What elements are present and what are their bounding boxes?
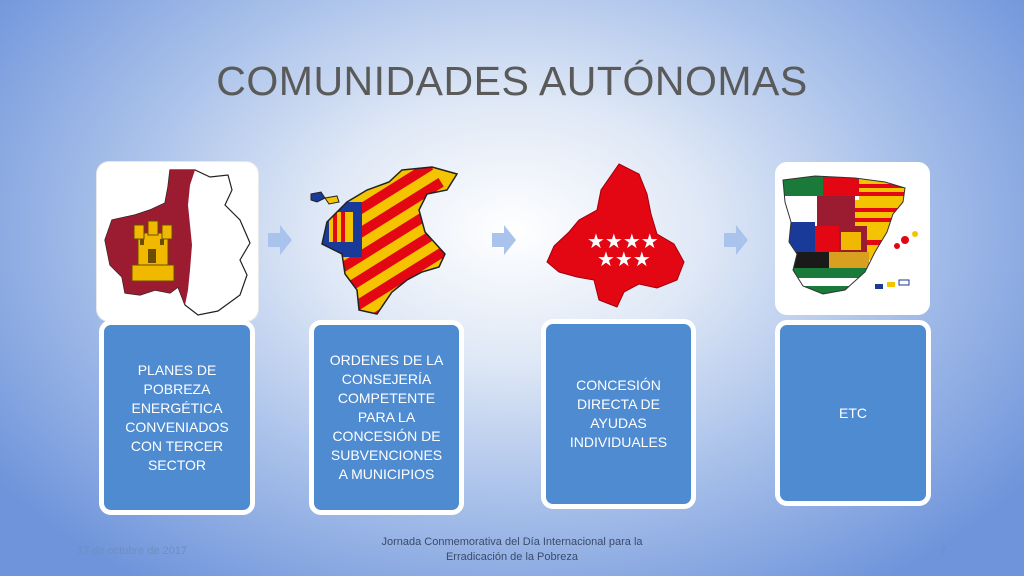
valencia-map-image (307, 162, 462, 315)
arrow-right-icon (724, 225, 748, 255)
svg-text:★★★: ★★★ (597, 247, 651, 271)
footer-event: Jornada Conmemorativa del Día Internacio… (381, 536, 643, 563)
spain-regions-map-image (775, 162, 930, 315)
step-card-text: ORDENES DE LA CONSEJERÍA COMPETENTE PARA… (329, 352, 444, 482)
step-card-text: CONCESIÓN DIRECTA DE AYUDAS INDIVIDUALES (569, 377, 668, 450)
svg-text:★★★★: ★★★★ (587, 229, 659, 253)
slide-title: COMUNIDADES AUTÓNOMAS (216, 58, 808, 104)
castilla-la-mancha-map-image (97, 162, 258, 321)
step-card-text: ETC (839, 404, 867, 421)
slide-number: 7 (940, 545, 947, 557)
step-card-etc: ETC (775, 320, 931, 506)
step-card-planes: PLANES DE POBREZA ENERGÉTICA CONVENIADOS… (99, 320, 255, 515)
arrow-right-icon (492, 225, 516, 255)
step-card-concesion: CONCESIÓN DIRECTA DE AYUDAS INDIVIDUALES (541, 319, 696, 509)
footer-date: 17 de octubre de 2017 (77, 545, 188, 557)
step-card-ordenes: ORDENES DE LA CONSEJERÍA COMPETENTE PARA… (309, 320, 464, 515)
arrow-right-icon (268, 225, 292, 255)
step-card-text: PLANES DE POBREZA ENERGÉTICA CONVENIADOS… (125, 361, 229, 473)
madrid-map-image: ★★★★ ★★★ (539, 162, 694, 315)
